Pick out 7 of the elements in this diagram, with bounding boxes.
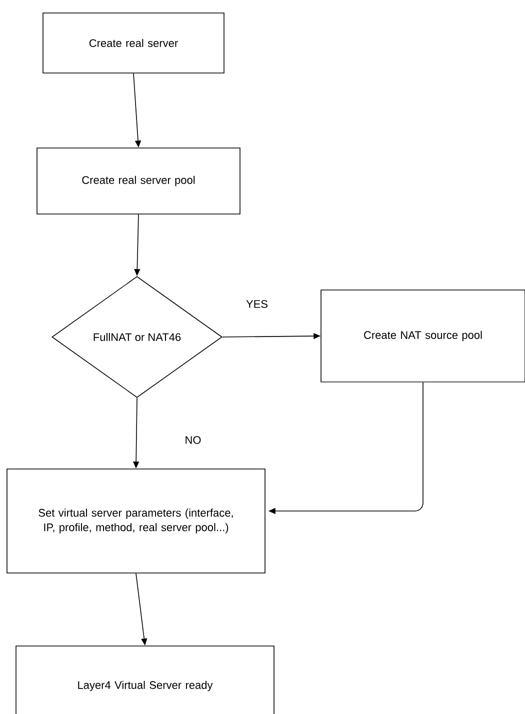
edge-label: NO [184,435,202,445]
process-box: Layer4 Virtual Server ready [16,646,274,714]
process-box: Create real server [42,12,224,74]
process-box: Create real server pool [36,148,240,214]
edge-label: YES [245,299,269,309]
process-box: Set virtual server parameters (interface, IP, profile, method, real server pool...) [6,468,266,574]
process-box: Create NAT source pool [320,290,525,382]
